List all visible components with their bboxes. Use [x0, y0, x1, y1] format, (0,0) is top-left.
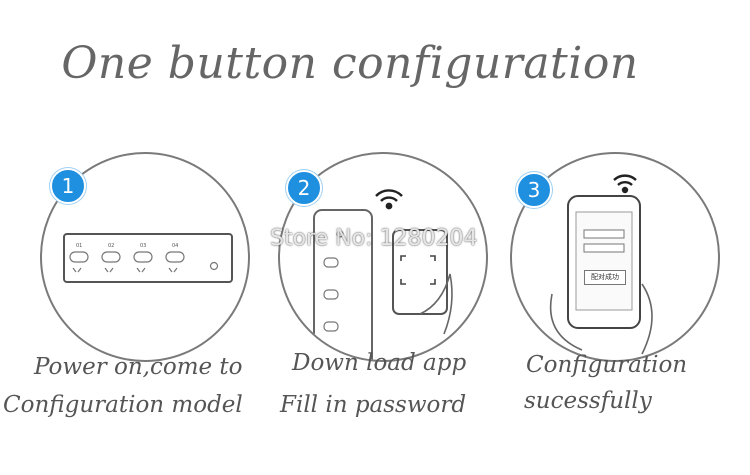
phone-confirm-button: 配对成功 — [584, 270, 626, 285]
step-1-caption-line1: Power on,come to — [34, 354, 243, 380]
step-3-illustration: 配对成功 3 — [510, 152, 720, 362]
step-3-caption-line2: sucessfully — [524, 388, 652, 414]
svg-text:03: 03 — [140, 243, 146, 249]
step-3-number-badge: 3 — [516, 172, 552, 208]
power-strip-drawing: 01 02 03 04 — [63, 233, 233, 283]
step-3-caption-line1: Configuration — [526, 352, 688, 378]
wifi-icon — [613, 174, 637, 194]
store-watermark: Store No: 1280204 — [270, 226, 478, 251]
step-2-caption-line1: Down load app — [292, 350, 467, 376]
wifi-icon — [375, 189, 403, 210]
svg-text:02: 02 — [108, 243, 114, 249]
step-2-caption-line2: Fill in password — [280, 392, 467, 418]
step-1-caption-line2: Configuration model — [3, 392, 243, 418]
page-title: One button configuration — [61, 38, 639, 89]
step-1-circle: 01 02 03 04 — [40, 152, 250, 362]
step-2-number-badge: 2 — [286, 170, 322, 206]
phone-success-drawing — [549, 174, 653, 355]
app-pairing-drawing — [313, 189, 453, 360]
svg-text:04: 04 — [172, 243, 178, 249]
step-1-illustration: 01 02 03 04 1 — [40, 152, 250, 362]
step-1-number-badge: 1 — [50, 168, 86, 204]
step-2-illustration: 2 — [278, 152, 488, 362]
svg-text:01: 01 — [76, 243, 82, 249]
